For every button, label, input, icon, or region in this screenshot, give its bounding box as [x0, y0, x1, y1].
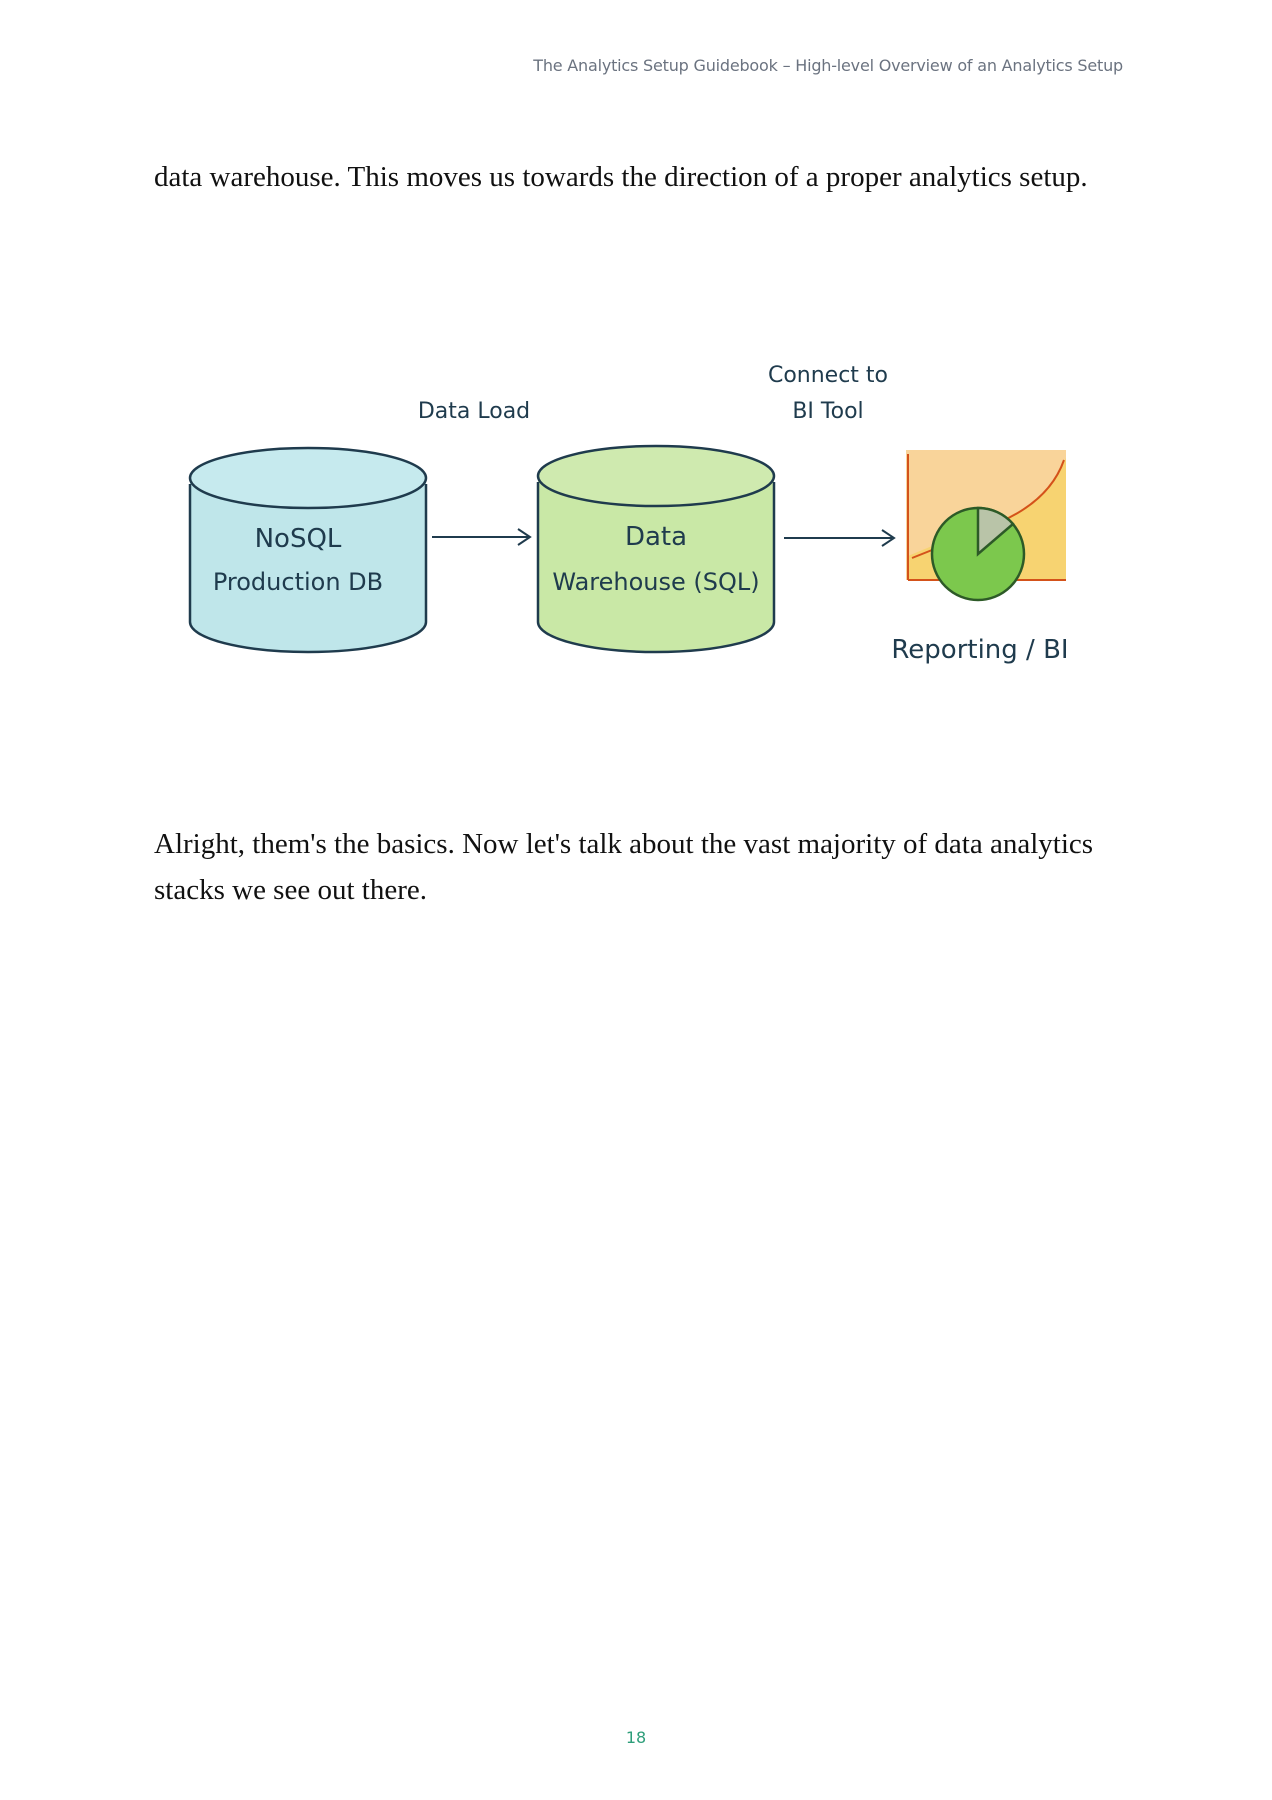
data-warehouse-cylinder: Data Warehouse (SQL)	[536, 444, 776, 654]
production-db-label: Production DB	[213, 568, 383, 596]
data-label: Data	[625, 522, 687, 552]
reporting-bi-icon: Reporting / BI	[891, 450, 1069, 665]
paragraph: Alright, them's the basics. Now let's ta…	[154, 828, 1094, 906]
nosql-production-db-cylinder: NoSQL Production DB	[188, 446, 428, 654]
reporting-bi-label: Reporting / BI	[891, 635, 1068, 665]
nosql-label: NoSQL	[255, 524, 342, 554]
data-load-arrow: Data Load	[418, 399, 532, 546]
page-number: 18	[625, 1728, 647, 1747]
warehouse-sql-label: Warehouse (SQL)	[552, 568, 759, 596]
running-header: The Analytics Setup Guidebook – High-lev…	[533, 56, 1123, 75]
analytics-setup-diagram: NoSQL Production DB Data Load Data Wareh…	[170, 350, 1090, 690]
connect-to-label: Connect to	[768, 363, 888, 388]
connect-bi-arrow: Connect to BI Tool	[768, 363, 896, 547]
paragraph: data warehouse. This moves us towards th…	[154, 161, 1088, 193]
data-load-label: Data Load	[418, 399, 530, 424]
bi-tool-label: BI Tool	[792, 399, 863, 424]
